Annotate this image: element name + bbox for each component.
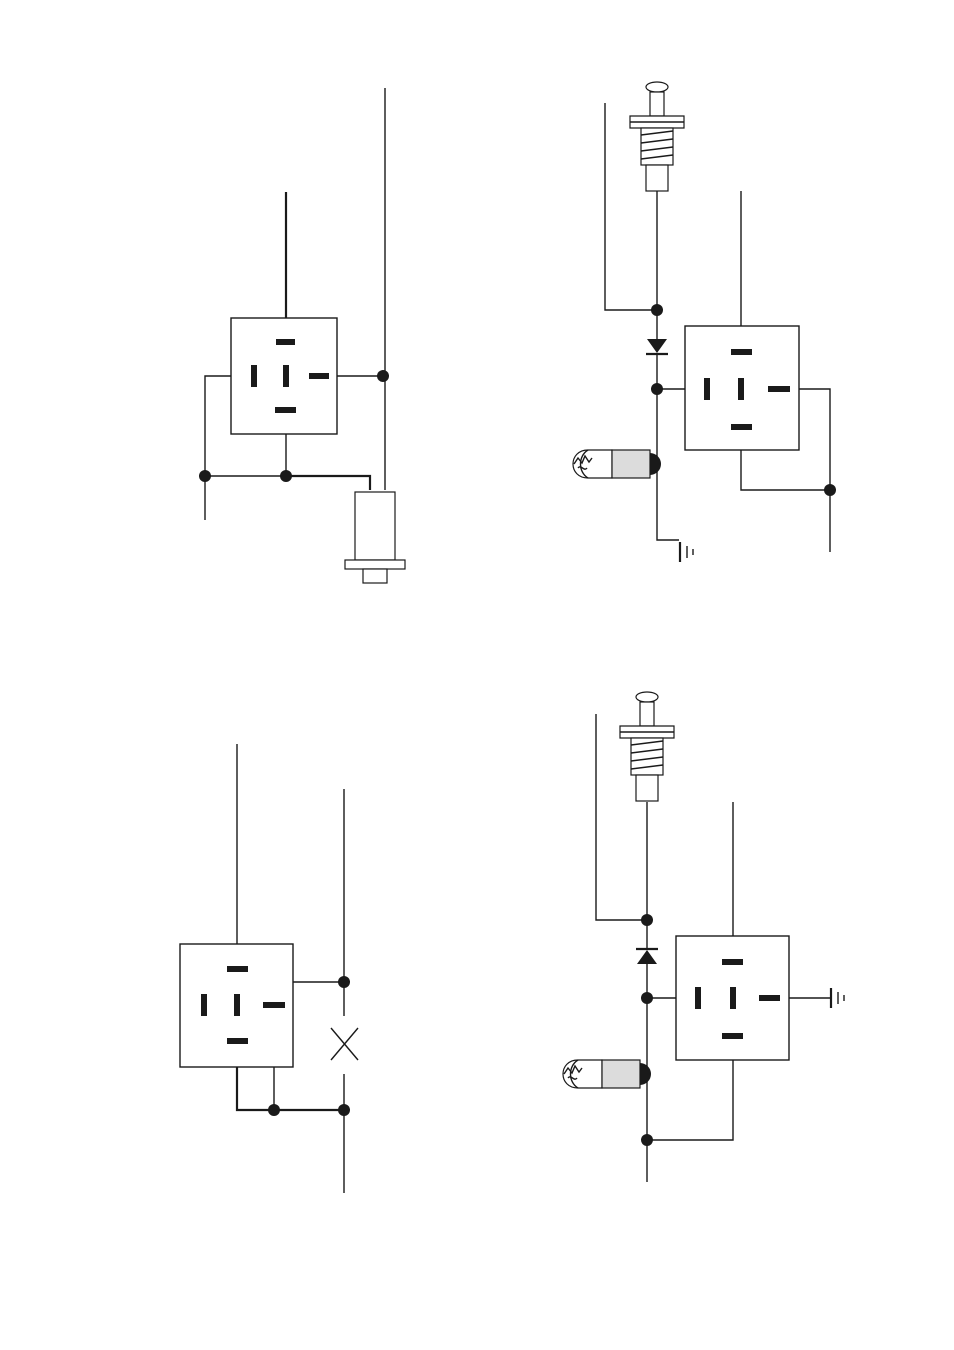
- junction-dot: [824, 484, 836, 496]
- junction-dot: [377, 370, 389, 382]
- relay-a-pin-top: [276, 339, 295, 345]
- diagram-c-relay-contact-circuit: [180, 744, 358, 1193]
- relay-b-pin-right: [768, 386, 790, 392]
- junction-dot: [338, 976, 350, 988]
- push-switch-d: [620, 692, 674, 801]
- relay-c-pin-right: [263, 1002, 285, 1008]
- diagram-b-relay-lamp-circuit: [573, 82, 836, 562]
- push-switch-b: [630, 82, 684, 191]
- relay-d-pin-right: [759, 995, 780, 1001]
- junction-dot: [641, 914, 653, 926]
- junction-dot: [199, 470, 211, 482]
- junction-dot: [268, 1104, 280, 1116]
- relay-b-pin-bottom: [731, 424, 752, 430]
- relay-a-pin-bottom: [275, 407, 296, 413]
- relay-b-pin-left: [704, 378, 710, 400]
- relay-d-pin-bottom: [722, 1033, 743, 1039]
- lamp-b-icon: [573, 450, 661, 478]
- relay-d-pin-top: [722, 959, 743, 965]
- lamp-d-icon: [563, 1060, 651, 1088]
- relay-d-pin-center: [730, 987, 736, 1009]
- relay-c-pin-bottom: [227, 1038, 248, 1044]
- diagram-d-relay-lamp-circuit: [563, 692, 844, 1182]
- junction-dot: [651, 304, 663, 316]
- relay-c-pin-center: [234, 994, 240, 1016]
- relay-a-pin-left: [251, 365, 257, 387]
- relay-a-pin-center: [283, 365, 289, 387]
- pressure-switch-a: [345, 492, 405, 583]
- junction-dot: [280, 470, 292, 482]
- relay-b-pin-top: [731, 349, 752, 355]
- junction-dot: [641, 1134, 653, 1146]
- junction-dot: [338, 1104, 350, 1116]
- diode-b-icon: [646, 339, 668, 354]
- diode-d-icon: [636, 949, 658, 964]
- junction-dot: [651, 383, 663, 395]
- ground-b-icon: [680, 542, 693, 562]
- ground-d-icon: [831, 988, 844, 1008]
- open-contact-icon: [331, 1028, 358, 1060]
- relay-b-pin-center: [738, 378, 744, 400]
- relay-c-pin-top: [227, 966, 248, 972]
- relay-a-pin-right: [309, 373, 329, 379]
- relay-d-pin-left: [695, 987, 701, 1009]
- relay-c-pin-left: [201, 994, 207, 1016]
- diagram-a-relay-circuit: [199, 88, 405, 583]
- junction-dot: [641, 992, 653, 1004]
